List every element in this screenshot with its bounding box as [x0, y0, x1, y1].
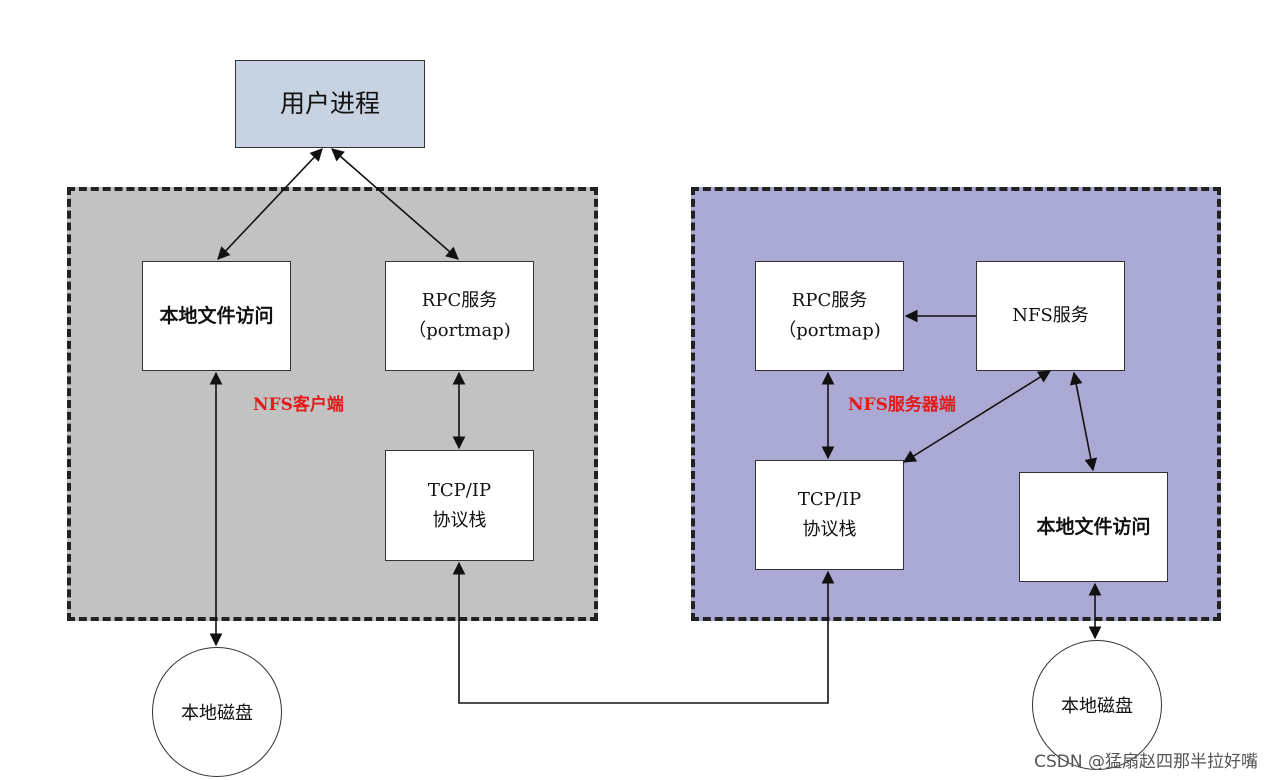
user-process-label: 用户进程 — [279, 89, 380, 118]
client-rpc-service-box: RPC服务 （portmap) — [385, 261, 534, 371]
client-rpc-label: RPC服务 — [421, 290, 498, 311]
nfs-client-label: NFS客户端 — [253, 395, 344, 415]
server-nfs-label: NFS服务 — [1012, 305, 1089, 326]
client-local-file-access-box: 本地文件访问 — [142, 261, 291, 371]
server-nfs-service-box: NFS服务 — [976, 261, 1125, 371]
client-tcpip-stack-box: TCP/IP 协议栈 — [385, 450, 534, 561]
csdn-watermark: CSDN @猛扇赵四那半拉好嘴 — [1034, 752, 1258, 772]
server-rpc-sublabel: （portmap) — [778, 320, 881, 341]
server-tcpip-stack-box: TCP/IP 协议栈 — [755, 460, 904, 570]
server-rpc-service-box: RPC服务 （portmap) — [755, 261, 904, 371]
server-rpc-label: RPC服务 — [791, 290, 868, 311]
client-tcpip-label: TCP/IP — [427, 479, 492, 501]
server-tcpip-label: TCP/IP — [797, 489, 862, 510]
server-tcpip-sublabel: 协议栈 — [802, 519, 857, 540]
user-process-box: 用户进程 — [235, 60, 425, 148]
server-local-file-access-box: 本地文件访问 — [1019, 472, 1168, 582]
client-local-file-access-label: 本地文件访问 — [159, 305, 274, 327]
server-local-disk: 本地磁盘 — [1032, 640, 1162, 770]
server-local-file-access-label: 本地文件访问 — [1036, 516, 1151, 538]
nfs-server-label: NFS服务器端 — [848, 395, 956, 415]
server-local-disk-label: 本地磁盘 — [1061, 696, 1133, 717]
client-local-disk: 本地磁盘 — [152, 647, 282, 777]
client-tcpip-sublabel: 协议栈 — [432, 509, 487, 531]
client-rpc-sublabel: （portmap) — [408, 320, 511, 341]
client-local-disk-label: 本地磁盘 — [181, 703, 253, 724]
